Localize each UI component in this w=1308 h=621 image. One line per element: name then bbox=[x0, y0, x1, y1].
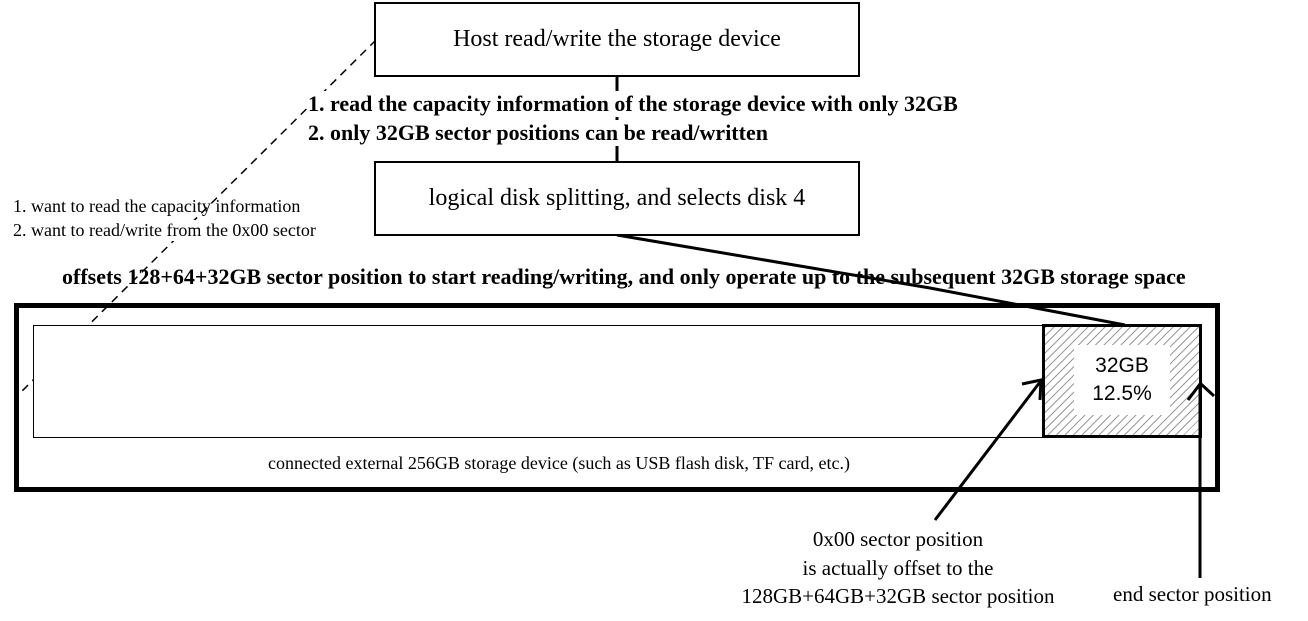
end-sector-arrowhead bbox=[1199, 382, 1216, 398]
partition-size: 32GB bbox=[1095, 354, 1149, 377]
split-box-label: logical disk splitting, and selects disk… bbox=[428, 185, 806, 211]
storage-device-box bbox=[14, 303, 1220, 492]
partition-label-box: 32GB 12.5% bbox=[1074, 345, 1170, 415]
split-to-partition-line bbox=[616, 233, 1126, 327]
storage-bar bbox=[33, 325, 1202, 438]
offset-note: offsets 128+64+32GB sector position to s… bbox=[62, 264, 1186, 289]
start-sector-note-line-2: is actually offset to the bbox=[802, 555, 994, 580]
host-box-label: Host read/write the storage device bbox=[453, 26, 781, 52]
left-note-1: 1. want to read the capacity information bbox=[13, 196, 301, 216]
host-note-2: 2. only 32GB sector positions can be rea… bbox=[308, 120, 768, 146]
host-box: Host read/write the storage device bbox=[374, 2, 860, 77]
start-sector-note-line-3: 128GB+64GB+32GB sector position bbox=[741, 584, 1055, 608]
device-caption: connected external 256GB storage device … bbox=[268, 453, 850, 473]
start-sector-arrow-line bbox=[933, 381, 1042, 521]
end-sector-note: end sector position bbox=[1113, 582, 1272, 606]
end-sector-arrow-line bbox=[1186, 379, 1202, 578]
left-note-2: 2. want to read/write from the 0x00 sect… bbox=[13, 220, 316, 241]
start-sector-note-line-1: 0x00 sector position bbox=[812, 527, 984, 551]
start-sector-arrowhead bbox=[1021, 378, 1043, 401]
partition-percent: 12.5% bbox=[1092, 382, 1152, 405]
host-note-1: 1. read the capacity information of the … bbox=[308, 91, 958, 117]
start-sector-note: 0x00 sector position is actually offset … bbox=[700, 525, 1096, 611]
split-box: logical disk splitting, and selects disk… bbox=[374, 161, 860, 236]
